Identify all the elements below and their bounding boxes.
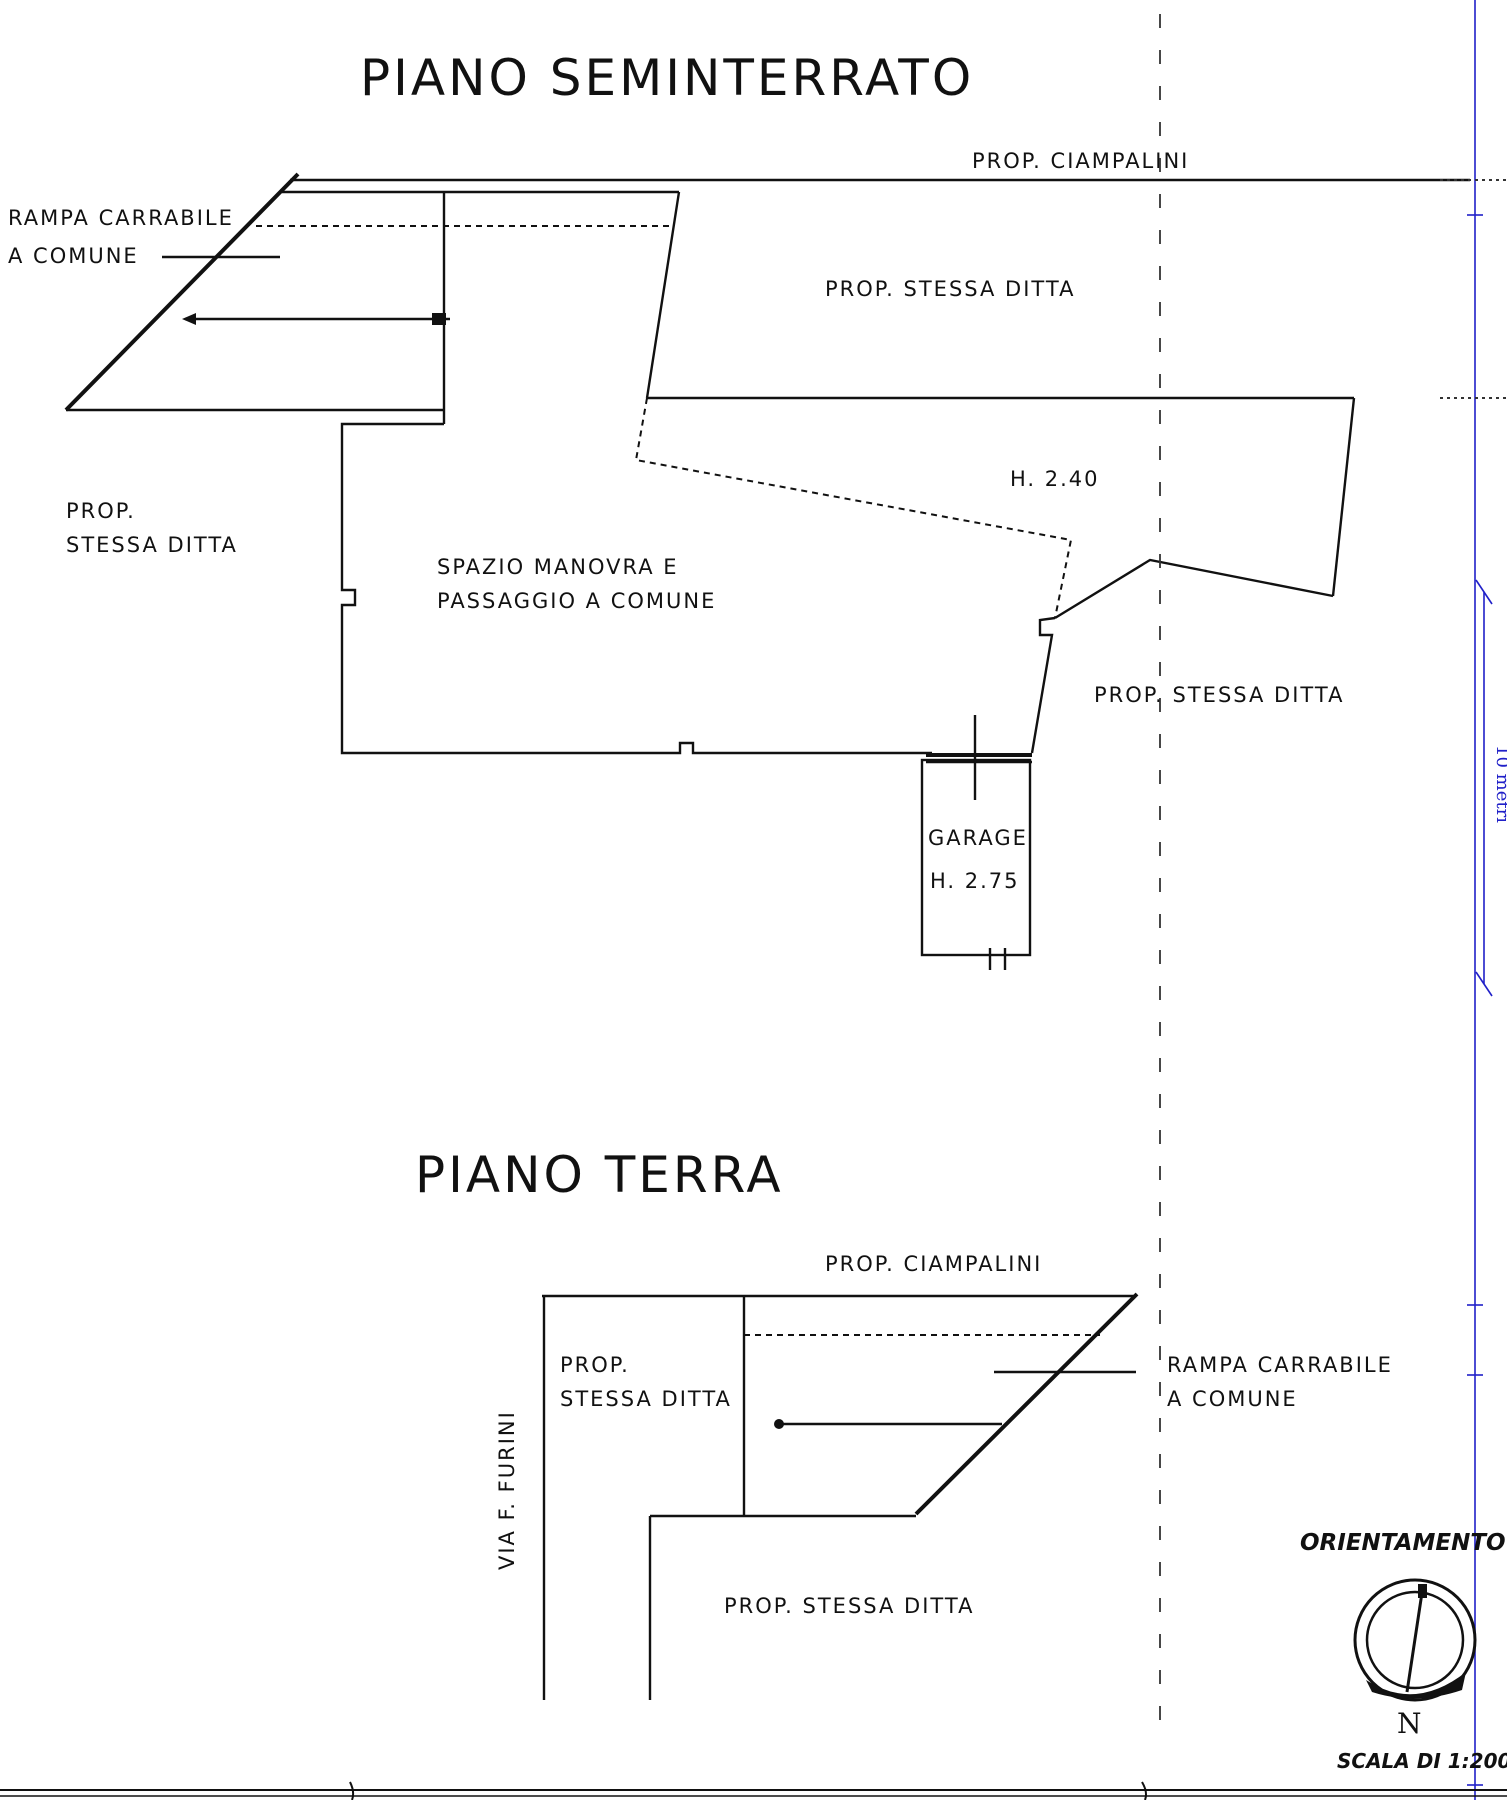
ground-walls [542, 1292, 1139, 1700]
basement-prop-west-1: PROP. [66, 499, 136, 523]
basement-prop-east: PROP. STESSA DITTA [1094, 683, 1344, 707]
scale-ruler [1440, 0, 1507, 1800]
maneuver-space-label-1: SPAZIO MANOVRA E [437, 555, 679, 579]
sheet-bottom-border [0, 1781, 1507, 1800]
orientation-label: ORIENTAMENTO [1300, 1530, 1506, 1556]
basement-ramp-label-1: RAMPA CARRABILE [8, 206, 234, 230]
basement-prop-west-2: STESSA DITTA [66, 533, 238, 557]
north-label: N [1397, 1707, 1422, 1740]
north-compass-icon [1353, 1578, 1477, 1702]
basement-ramp-label-2: A COMUNE [8, 244, 139, 268]
garage-label: GARAGE [928, 826, 1028, 850]
ground-prop-ciampalini: PROP. CIAMPALINI [825, 1252, 1042, 1276]
maneuver-space-label-2: PASSAGGIO A COMUNE [437, 589, 716, 613]
basement-ramp-arrows [162, 255, 450, 325]
street-label: VIA F. FURINI [495, 1410, 519, 1570]
ground-prop-west-2: STESSA DITTA [560, 1387, 732, 1411]
ruler-label: 10 metri [1492, 745, 1507, 823]
scale-label: SCALA DI 1:200 [1337, 1749, 1507, 1773]
basement-prop-ciampalini: PROP. CIAMPALINI [972, 149, 1189, 173]
basement-height-label: H. 2.40 [1010, 467, 1100, 491]
ground-prop-south: PROP. STESSA DITTA [724, 1594, 974, 1618]
ground-ramp-label-1: RAMPA CARRABILE [1167, 1353, 1393, 1377]
ground-title: PIANO TERRA [415, 1146, 784, 1204]
ground-ramp-arrows [774, 1370, 1136, 1429]
basement-walls [64, 172, 1470, 970]
ground-prop-west-1: PROP. [560, 1353, 630, 1377]
basement-title: PIANO SEMINTERRATO [360, 49, 974, 107]
garage-height: H. 2.75 [930, 869, 1020, 893]
basement-prop-ne: PROP. STESSA DITTA [825, 277, 1075, 301]
ground-ramp-label-2: A COMUNE [1167, 1387, 1298, 1411]
